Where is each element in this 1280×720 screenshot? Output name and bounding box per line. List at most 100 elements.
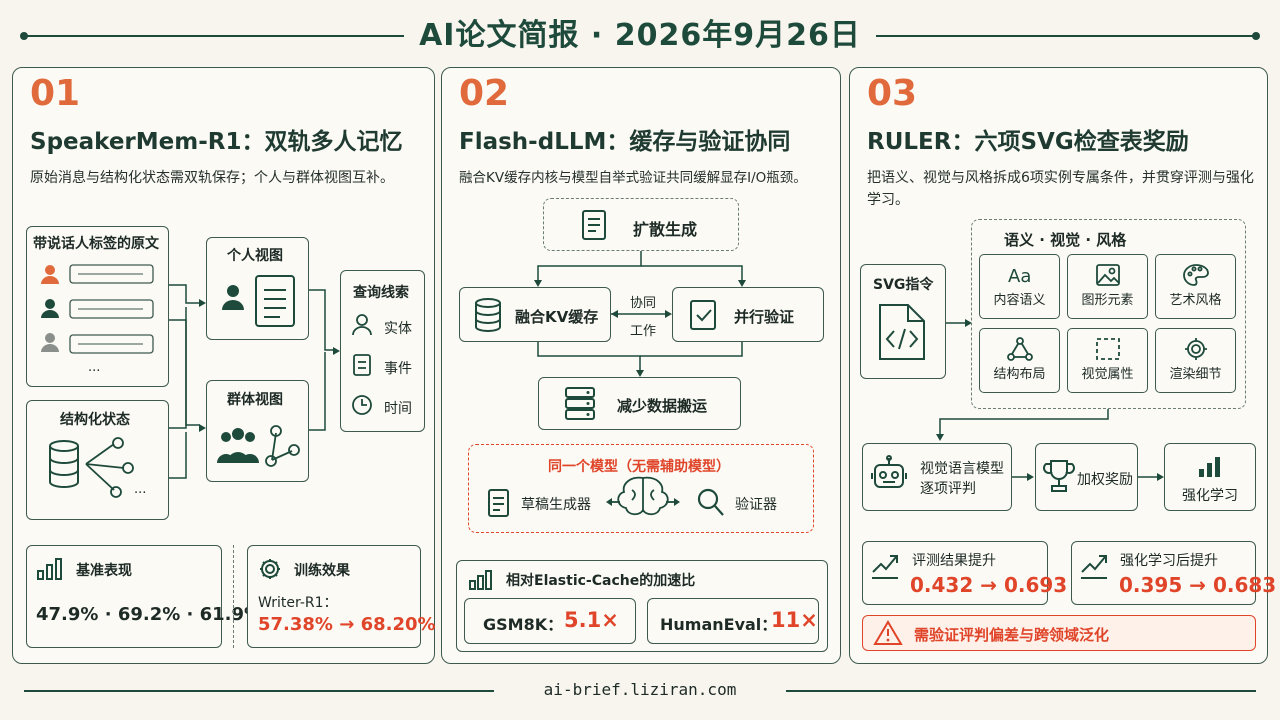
card-divider	[233, 545, 234, 648]
benchmark-value: 47.9% · 69.2% · 61.9%	[36, 604, 263, 625]
panel3-number: 03	[867, 73, 918, 114]
cell-label: 渲染细节	[1169, 367, 1222, 382]
structured-state-label: 结构化状态	[60, 412, 130, 428]
rl-gain-card	[1071, 541, 1256, 605]
panel2-description: 融合KV缓存内核与模型自举式验证共同缓解显存I/O瓶颈。	[459, 170, 807, 186]
svg-text:Aa: Aa	[1008, 266, 1031, 287]
palette-icon	[1182, 264, 1209, 286]
parallel-verify-label: 并行验证	[734, 308, 795, 326]
gsm8k-value: 5.1×	[564, 608, 619, 632]
warning-banner	[862, 615, 1256, 651]
weighted-reward-box	[1035, 443, 1138, 511]
trend-up-icon	[872, 555, 898, 579]
footer-url[interactable]: ai-brief.liziran.com	[543, 680, 737, 699]
speedup-label: 相对Elastic-Cache的加速比	[506, 573, 696, 589]
drafter-label: 草稿生成器	[521, 497, 591, 513]
cell-structure-layout: 结构布局	[979, 328, 1060, 393]
entity-icon	[352, 314, 372, 336]
cell-graphic-elements: 图形元素	[1067, 254, 1148, 319]
rl-label: 强化学习	[1182, 488, 1238, 504]
benchmark-card	[26, 545, 222, 648]
text-aa-icon: Aa	[1008, 266, 1031, 287]
network-icon	[265, 425, 300, 467]
cell-label: 内容语义	[993, 293, 1046, 308]
panel1-connectors	[169, 284, 340, 479]
benchmark-label: 基准表现	[76, 563, 132, 579]
training-value: 57.38% → 68.20%	[258, 614, 436, 635]
rl-gain-label: 强化学习后提升	[1120, 553, 1218, 569]
diffusion-label: 扩散生成	[633, 220, 698, 239]
cell-content-semantics: Aa 内容语义	[979, 254, 1060, 319]
gsm8k-box	[464, 598, 636, 644]
group-view-label: 群体视图	[227, 392, 283, 408]
panel1-number: 01	[30, 73, 81, 114]
checklist-icon	[690, 300, 716, 330]
eval-gain-card	[862, 541, 1048, 605]
checklist-header: 语义 · 视觉 · 风格	[1004, 231, 1127, 249]
training-sub: Writer-R1：	[258, 595, 338, 611]
rl-bar-icon	[1199, 457, 1220, 477]
time-icon	[352, 395, 372, 415]
image-icon	[1095, 264, 1120, 286]
reward-to-rl-arrow	[1138, 473, 1164, 481]
person-icon	[222, 285, 244, 310]
database-icon	[49, 440, 79, 488]
query-icons	[352, 314, 372, 415]
bar-chart-icon	[37, 558, 62, 580]
footer-left-rule	[24, 690, 494, 692]
weighted-reward-label: 加权奖励	[1077, 472, 1133, 488]
training-label: 训练效果	[294, 563, 350, 579]
eval-gain-label: 评测结果提升	[912, 553, 996, 569]
diffusion-box	[543, 198, 739, 251]
eval-gain-value: 0.432 → 0.693	[910, 573, 1068, 597]
page-title: AI论文简报 · 2026年9月26日	[419, 18, 861, 53]
cell-label: 视觉属性	[1081, 367, 1134, 382]
query-item-event: 事件	[384, 361, 412, 377]
rl-gain-value: 0.395 → 0.683	[1119, 573, 1277, 597]
speaker-gray-icon	[41, 333, 59, 352]
cell-label: 结构布局	[993, 367, 1046, 382]
same-model-label: 同一个模型（无需辅助模型）	[548, 459, 730, 475]
robot-icon	[871, 455, 907, 488]
svg-to-checklist-arrow	[946, 319, 972, 327]
speedup-chart-icon	[469, 570, 492, 590]
graph-nodes-icon	[85, 437, 134, 498]
gsm8k-name: GSM8K：	[483, 615, 564, 634]
vlm-judge-text: 视觉语言模型 逐项评判	[920, 461, 1004, 497]
speaker-green-icon	[41, 299, 59, 318]
personal-view-graphic	[222, 275, 295, 327]
fused-kv-label: 融合KV缓存	[515, 308, 599, 326]
work-label: 工作	[630, 324, 657, 339]
speaker-messages-graphic	[41, 264, 154, 354]
structure-nodes-icon	[1006, 337, 1033, 361]
header-left-rule	[24, 35, 404, 37]
group-people-icon	[217, 428, 259, 463]
personal-view-box	[206, 237, 309, 340]
structured-state-ellipsis: ...	[134, 482, 147, 497]
document-icon	[255, 275, 295, 327]
cell-label: 图形元素	[1081, 293, 1134, 308]
trend-up-icon-2	[1081, 555, 1107, 579]
event-icon	[353, 354, 371, 376]
panel3-description: 把语义、视觉与风格拆成6项实例专属条件，并贯穿评测与强化学习。	[867, 170, 1254, 208]
vlm-to-reward-arrow	[1012, 473, 1034, 481]
svg-instruction-label: SVG指令	[873, 277, 934, 293]
panel2-title: Flash-dLLM：缓存与验证协同	[459, 129, 791, 155]
gear-icon	[260, 559, 280, 579]
query-clues-title: 查询线索	[353, 285, 409, 301]
header-right-dot	[1252, 32, 1260, 40]
speaker-orange-icon	[41, 265, 59, 284]
code-file-icon	[879, 304, 925, 360]
diffusion-doc-icon	[582, 210, 606, 240]
query-item-time: 时间	[384, 401, 412, 417]
same-model-box	[468, 444, 814, 533]
query-clues-box	[340, 270, 425, 432]
personal-view-label: 个人视图	[227, 248, 283, 264]
panel1-title: SpeakerMem-R1：双轨多人记忆	[30, 129, 403, 155]
parallel-verify-box	[672, 287, 824, 342]
collab-label: 协同	[630, 296, 657, 311]
header-right-rule	[876, 35, 1256, 37]
warning-text: 需验证评判偏差与跨领域泛化	[914, 626, 1110, 644]
panel3-title: RULER：六项SVG检查表奖励	[867, 129, 1189, 155]
raw-messages-label: 带说话人标签的原文	[33, 236, 159, 252]
